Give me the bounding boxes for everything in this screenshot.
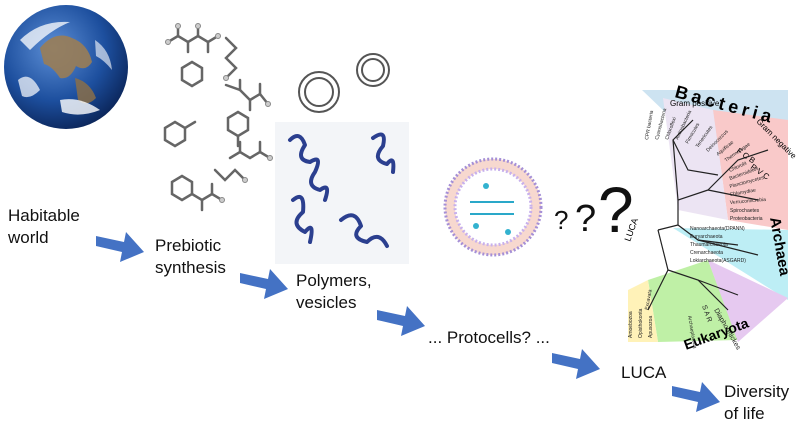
taxon-cpr: CPR bacteria (644, 110, 655, 141)
question-mark-large: ? (598, 174, 634, 246)
taxon-spirochaetes: Spirochaetes (730, 208, 760, 214)
step-habitable-world: Habitable world (8, 205, 80, 249)
gram-positive-region (663, 98, 728, 220)
taxon-crenarchaeota: Crenarchaeota (690, 250, 723, 256)
step-habitable-line1: Habitable (8, 206, 80, 225)
tree-of-life: Bacteria Archaea Eukaryota LUCA Gram pos… (622, 82, 798, 353)
gram-negative-region (713, 110, 788, 230)
taxon-lokiarchaeota: Lokiarchaeota(ASGARD) (690, 258, 746, 264)
taxon-proteobacteria: Proteobacteria (730, 216, 763, 222)
step-luca: LUCA (621, 363, 667, 382)
step-habitable-line2: world (8, 228, 49, 247)
step-diversity-line2: of life (724, 404, 765, 423)
arrow-3 (377, 306, 425, 336)
step-polymers-line1: Polymers, (296, 271, 372, 290)
arrow-2 (240, 269, 288, 299)
protocell-image (443, 157, 543, 257)
taxon-amoebozoa: Amoebozoa (628, 311, 634, 338)
taxon-verrucomicrobia: Verrucomicrobia (730, 197, 767, 206)
taxon-nanoarchaeota: Nanoarchaeota(DPANN) (690, 226, 745, 232)
question-mark-small: ? (554, 205, 569, 235)
step-prebiotic-line1: Prebiotic (155, 236, 222, 255)
taxon-excavata: Excavata (644, 289, 654, 311)
arrow-4 (552, 349, 600, 379)
eukaryota-yellow-region (628, 280, 658, 342)
molecules-image (163, 23, 273, 212)
archaea-region (673, 228, 788, 300)
step-polymers-line2: vesicles (296, 293, 357, 312)
taxon-apusozoa: Apusozoa (648, 316, 654, 338)
step-diversity-of-life: Diversity of life (724, 381, 789, 425)
arrow-1 (96, 232, 144, 262)
taxon-thaumarchaeota: Thaumarchaeota (690, 242, 728, 248)
step-polymers-vesicles: Polymers, vesicles (296, 270, 372, 314)
taxon-chlamydiae: Chlamydiae (729, 187, 756, 198)
taxon-archaeplastida: Archaeplastida (686, 315, 698, 349)
step-diversity-line1: Diversity (724, 382, 790, 401)
gram-positive-label: Gram positive (670, 99, 720, 108)
step-prebiotic-synthesis: Prebiotic synthesis (155, 235, 226, 279)
step-protocells: ... Protocells? ... (428, 328, 550, 347)
taxon-euryarchaeota: Euryarchaeota (690, 234, 723, 240)
earth-image (4, 5, 128, 129)
polymers-vesicles-image (275, 53, 409, 264)
eukaryota-purple-region (708, 260, 788, 342)
tree-luca-label: LUCA (622, 217, 640, 243)
arrow-5 (672, 382, 720, 412)
step-prebiotic-line2: synthesis (155, 258, 226, 277)
question-mark-medium: ? (575, 198, 597, 240)
taxon-opisthokonta: Opisthokonta (638, 308, 644, 338)
